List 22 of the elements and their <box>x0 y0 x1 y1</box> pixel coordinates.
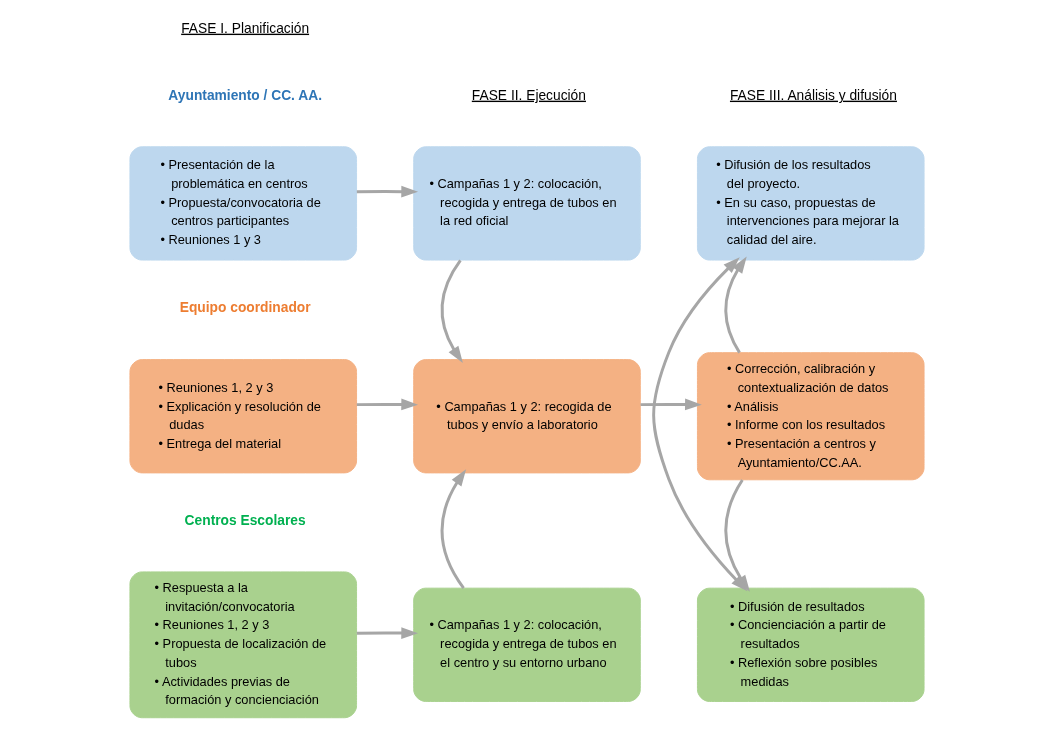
arrow <box>356 627 419 639</box>
node-box: • Reuniones 1, 2 y 3 • Explicación y resolución de dudas • Entrega del material <box>129 359 358 474</box>
node-box: • Campañas 1 y 2: colocación, recogida y entrega de tubos en el centro y su entorno urbano <box>413 587 641 702</box>
arrow <box>356 185 419 198</box>
arrow <box>356 398 419 411</box>
node-box: • Presentación de la problemática en centros • Propuesta/convocatoria de centros participantes • Reuniones 1 y 3 <box>129 146 358 261</box>
node-box: • Respuesta a la invitación/convocatoria • Reuniones 1, 2 y 3 • Propuesta de localización de tubos • Actividades previas de formación y concienciación <box>129 571 358 719</box>
arrow <box>724 256 747 354</box>
label: FASE III. Análisis y difusión <box>729 87 897 103</box>
arrow <box>440 259 463 363</box>
label: FASE I. Planificación <box>181 20 310 36</box>
label: Ayuntamiento / CC. AA. <box>168 87 323 103</box>
node-box: • Difusión de los resultados del proyecto. • En su caso, propuestas de intervenciones para mejorar la calidad del aire. <box>696 146 925 261</box>
node-box: • Difusión de resultados • Concienciación a partir de resultados • Reflexión sobre posibles medidas <box>696 587 925 702</box>
label: Centros Escolares <box>184 513 306 529</box>
label: Equipo coordinador <box>179 300 311 316</box>
arrow <box>640 398 702 411</box>
node-box: • Corrección, calibración y contextualización de datos • Análisis • Informe con los resultados • Presentación a centros y Ayuntamiento/CC.AA. <box>696 352 925 481</box>
node-box: • Campañas 1 y 2: recogida de tubos y envío a laboratorio <box>413 359 641 474</box>
arrow <box>440 469 467 589</box>
node-box: • Campañas 1 y 2: colocación, recogida y entrega de tubos en la red oficial <box>413 146 641 261</box>
label: FASE II. Ejecución <box>471 87 586 103</box>
